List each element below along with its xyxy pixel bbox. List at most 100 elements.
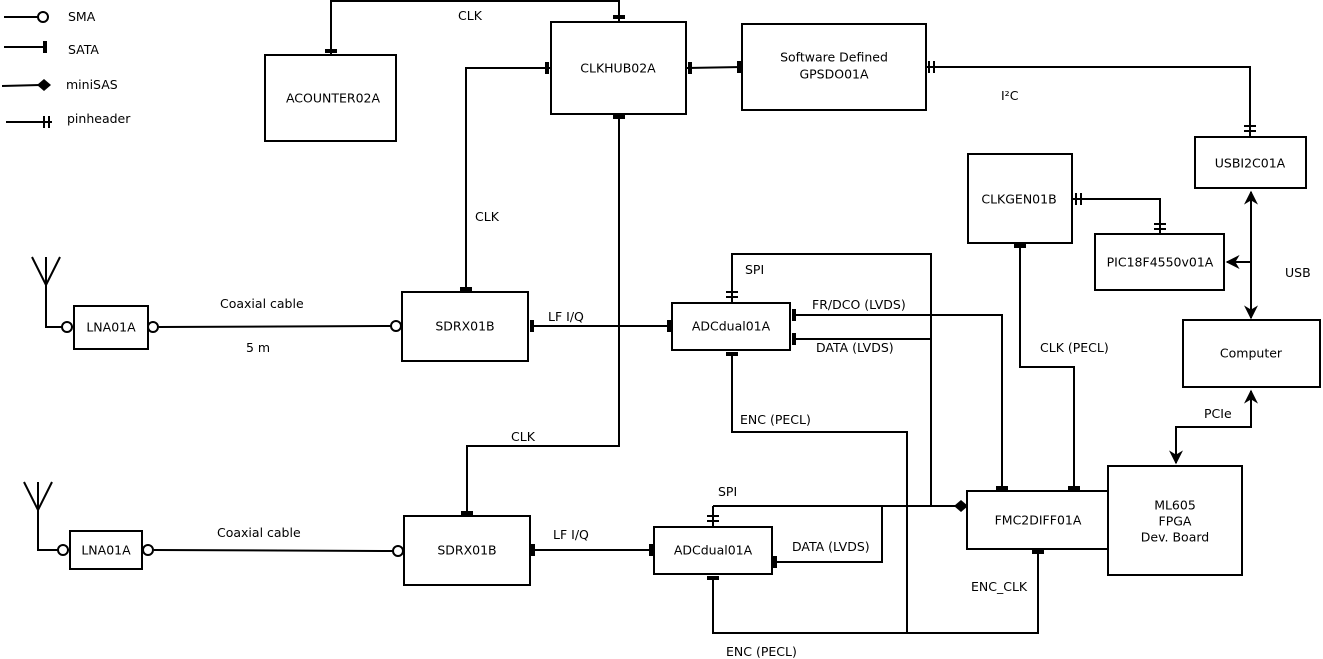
signal-labels: CLK CLK CLK I²C USB PCIe Coaxial cable 5… <box>217 8 1311 659</box>
block-label: CLKGEN01B <box>981 192 1056 207</box>
block-fmc[interactable]: FMC2DIFF01A <box>966 490 1109 550</box>
sata-connector-icon <box>325 49 337 53</box>
block-label: FPGA <box>1159 514 1192 529</box>
sata-connector-icon <box>773 556 777 568</box>
legend-label: SATA <box>68 42 99 57</box>
pinheader-connector-icon <box>1154 223 1166 230</box>
sata-connector-icon <box>996 486 1008 490</box>
block-label: FMC2DIFF01A <box>995 513 1082 528</box>
block-label: Computer <box>1220 346 1283 361</box>
sata-connector-icon <box>688 62 692 74</box>
sma-connector-icon <box>390 320 402 332</box>
sma-connector-icon <box>61 321 73 333</box>
label-i2c: I²C <box>1001 88 1019 103</box>
wire-enc-2 <box>712 550 1039 634</box>
wire-i2c <box>927 66 1251 137</box>
block-label: SDRX01B <box>437 543 496 558</box>
wire-data-2 <box>774 506 883 563</box>
wire-pcie <box>1169 389 1258 465</box>
sata-connector-icon <box>461 511 473 515</box>
sata-connector-icon <box>613 115 625 119</box>
label-data-2: DATA (LVDS) <box>792 539 870 554</box>
label-frdco: FR/DCO (LVDS) <box>812 297 906 312</box>
label-data-1: DATA (LVDS) <box>816 340 894 355</box>
pinheader-connector-icon <box>726 291 738 298</box>
sata-connector-icon <box>531 544 535 556</box>
label-enc-2: ENC (PECL) <box>726 644 797 659</box>
sma-connector-icon <box>147 321 159 333</box>
block-acounter[interactable]: ACOUNTER02A <box>264 54 397 142</box>
wires <box>37 0 1258 634</box>
legend-label: miniSAS <box>66 77 118 92</box>
legend-item-sata: SATA <box>4 41 99 57</box>
filled-diamond-icon <box>37 79 51 91</box>
block-clkhub[interactable]: CLKHUB02A <box>550 21 687 115</box>
legend-item-pinheader: pinheader <box>6 111 131 128</box>
sata-connector-icon <box>530 320 534 332</box>
block-label: GPSDO01A <box>799 67 869 82</box>
legend-item-minisas: miniSAS <box>1 77 118 92</box>
legend-label: SMA <box>68 9 96 24</box>
label-clk-low: CLK <box>511 429 536 444</box>
antenna-1-feed <box>45 285 62 328</box>
label-lfiq-2: LF I/Q <box>553 527 589 542</box>
block-adc-1[interactable]: ADCdual01A <box>671 302 791 351</box>
label-pcie: PCIe <box>1204 406 1232 421</box>
label-spi-2: SPI <box>718 484 737 499</box>
block-adc-2[interactable]: ADCdual01A <box>653 526 773 575</box>
label-lfiq-1: LF I/Q <box>548 309 584 324</box>
sata-connector-icon <box>792 309 796 321</box>
sma-connector-icon <box>392 545 404 557</box>
wire-spi-1 <box>731 253 932 506</box>
block-gpsdo[interactable]: Software Defined GPSDO01A <box>741 23 927 111</box>
bar-tick-icon <box>43 41 47 53</box>
minisas-connector-icon <box>954 500 968 512</box>
wire-enc-1 <box>731 352 908 633</box>
block-label: LNA01A <box>86 320 136 335</box>
block-lna-1[interactable]: LNA01A <box>73 305 149 350</box>
block-ml605[interactable]: ML605 FPGA Dev. Board <box>1107 465 1243 576</box>
block-pic[interactable]: PIC18F4550v01A <box>1094 233 1225 291</box>
block-label: Dev. Board <box>1141 530 1209 545</box>
sma-connector-icon <box>142 544 154 556</box>
block-label: ADCdual01A <box>692 319 771 334</box>
block-label: ADCdual01A <box>674 543 753 558</box>
legend: SMA SATA miniSAS pinheader <box>1 9 131 128</box>
block-computer[interactable]: Computer <box>1182 319 1321 388</box>
block-sdrx-1[interactable]: SDRX01B <box>401 291 529 362</box>
wire-clkhub-gpsdo <box>686 66 743 69</box>
sata-connector-icon <box>613 15 625 19</box>
label-coax-2: Coaxial cable <box>217 525 301 540</box>
open-circle-icon <box>37 11 49 23</box>
sata-connector-icon <box>792 333 796 345</box>
block-label: ML605 <box>1154 498 1196 513</box>
block-label: USBI2C01A <box>1215 156 1286 171</box>
block-clkgen[interactable]: CLKGEN01B <box>967 153 1073 244</box>
block-label: LNA01A <box>81 543 131 558</box>
pinheader-connector-icon <box>928 61 935 73</box>
sma-connector-icon <box>57 544 69 556</box>
sata-connector-icon <box>726 352 738 356</box>
wire-clk-pecl <box>1019 244 1075 490</box>
block-sdrx-2[interactable]: SDRX01B <box>403 515 531 586</box>
sata-connector-icon <box>1068 486 1080 490</box>
label-spi-1: SPI <box>745 262 764 277</box>
wire-clkgen-pic <box>1072 198 1161 234</box>
block-label: PIC18F4550v01A <box>1107 255 1214 270</box>
block-label: SDRX01B <box>435 319 494 334</box>
block-usbi2c[interactable]: USBI2C01A <box>1194 136 1307 189</box>
pinheader-connector-icon <box>707 515 719 522</box>
sata-connector-icon <box>460 287 472 291</box>
legend-label: pinheader <box>67 111 131 126</box>
wire-coax-2 <box>153 549 394 552</box>
sata-connector-icon <box>667 320 671 332</box>
label-coax-length: 5 m <box>246 340 270 355</box>
block-label: Software Defined <box>780 50 888 65</box>
wire-clk-sdrx1 <box>465 67 550 292</box>
label-clk-top: CLK <box>458 8 483 23</box>
sata-connector-icon <box>649 544 653 556</box>
wire-clk-sdrx2 <box>466 114 620 516</box>
block-lna-2[interactable]: LNA01A <box>69 530 143 570</box>
wire-coax-1 <box>158 325 392 328</box>
